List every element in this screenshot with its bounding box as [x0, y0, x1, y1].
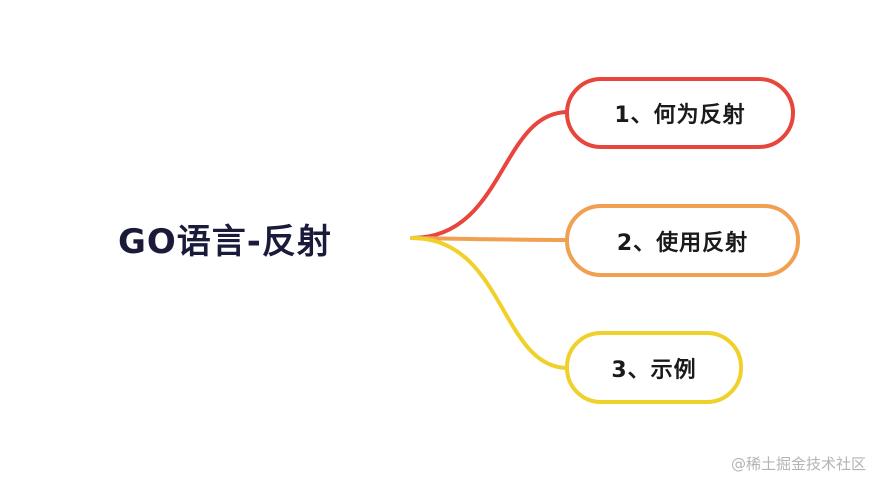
connector-line-3	[410, 236, 570, 370]
connector-line-2	[410, 236, 570, 242]
branch-node-2: 2、使用反射	[565, 204, 800, 277]
watermark: @稀土掘金技术社区	[730, 455, 866, 473]
branch-node-3-label: 3、示例	[611, 357, 697, 383]
branch-node-1-label: 1、何为反射	[614, 103, 746, 128]
branch-node-2-label: 2、使用反射	[616, 230, 749, 256]
connector-line-1	[410, 110, 570, 240]
branch-node-3: 3、示例	[565, 331, 743, 404]
branch-node-1: 1、何为反射	[565, 77, 795, 149]
root-topic: GO语言-反射	[118, 222, 332, 262]
